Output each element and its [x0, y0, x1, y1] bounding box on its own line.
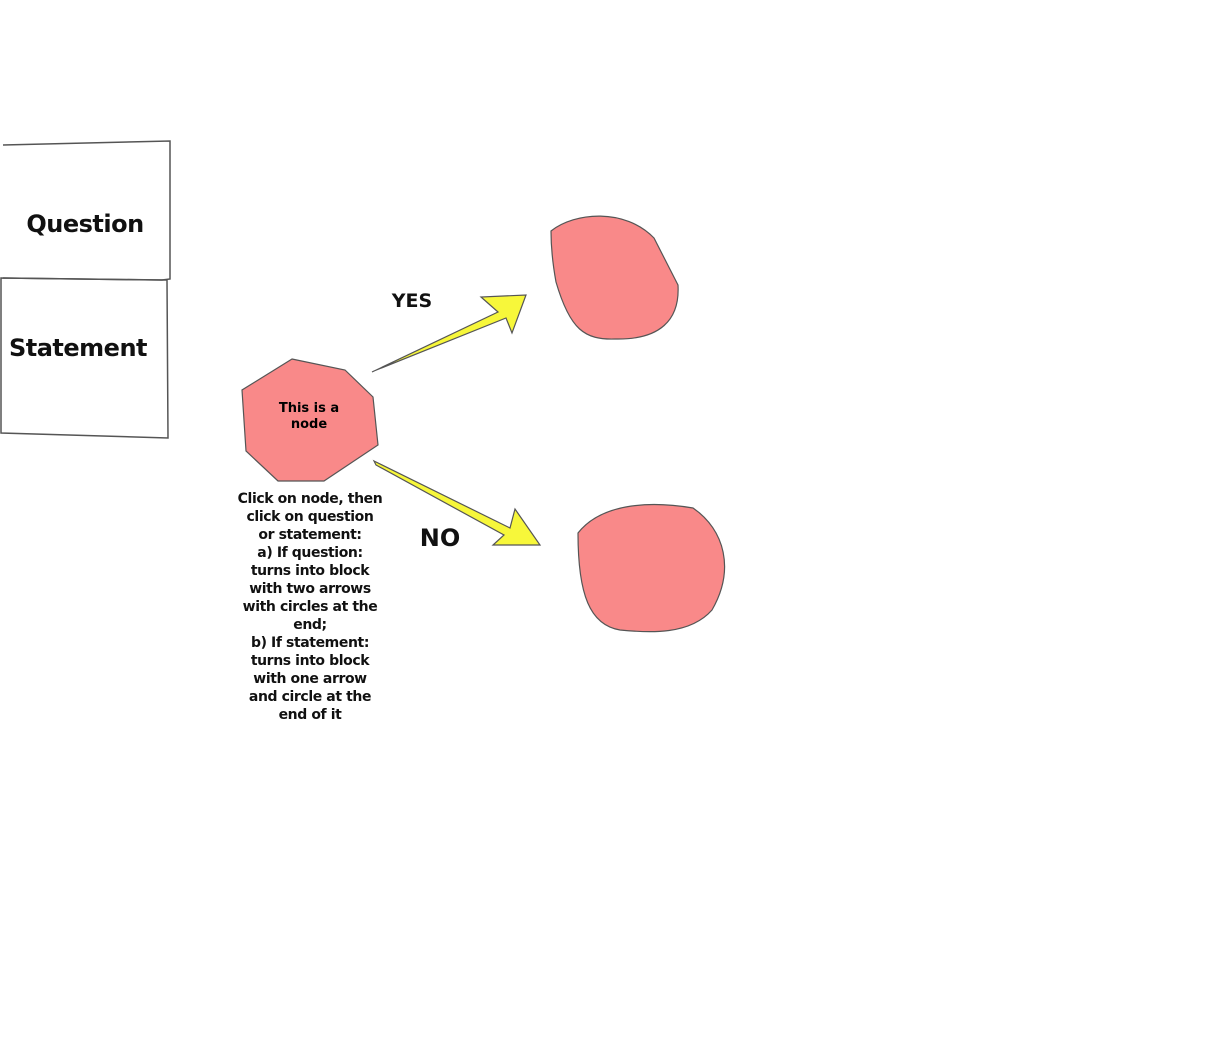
instruction-line: Click on node, then — [237, 491, 383, 507]
no-target-circle[interactable] — [577, 503, 726, 633]
instruction-line: a) If question: — [257, 545, 363, 561]
instruction-line: with circles at the — [242, 599, 378, 615]
instruction-line: or statement: — [258, 527, 362, 543]
no-label: NO — [419, 524, 461, 552]
statement-button[interactable] — [0, 277, 169, 439]
instruction-line: turns into block — [250, 653, 370, 669]
instruction-line: with two arrows — [249, 581, 371, 597]
yes-arrow — [371, 294, 527, 373]
instruction-line: turns into block — [250, 563, 370, 579]
instruction-line: click on question — [246, 509, 374, 525]
instruction-line: end; — [293, 617, 327, 633]
yes-label: YES — [391, 290, 433, 312]
instruction-line: b) If statement: — [250, 635, 370, 651]
instruction-line: end of it — [278, 707, 342, 723]
node-label-line: This is a — [278, 401, 340, 416]
no-arrow — [372, 459, 542, 546]
question-button-label: Question — [26, 210, 144, 238]
instruction-line: and circle at the — [248, 689, 372, 705]
node-label-line: node — [290, 417, 328, 432]
instructions-text: Click on node, then click on question or… — [230, 490, 390, 724]
source-node-label: This is a node — [262, 401, 356, 433]
source-node[interactable] — [241, 358, 379, 482]
statement-button-label: Statement — [8, 334, 148, 362]
instruction-line: with one arrow — [253, 671, 367, 687]
yes-target-circle[interactable] — [550, 215, 679, 340]
